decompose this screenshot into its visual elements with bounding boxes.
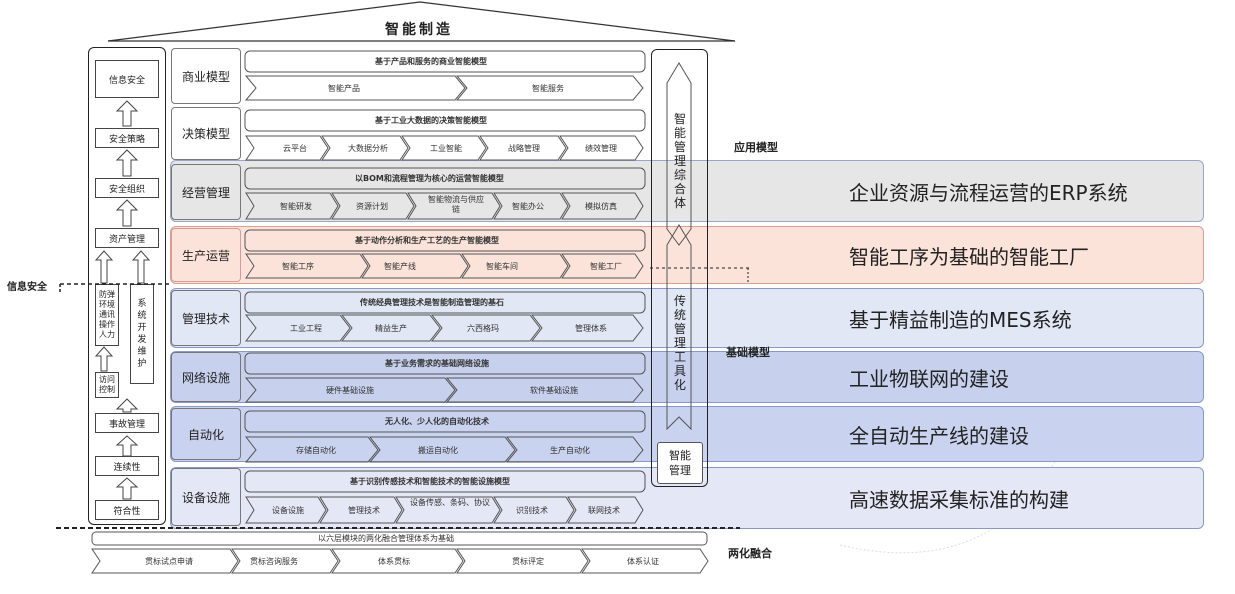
row3-item-2: 智能车间 bbox=[486, 262, 518, 271]
left-vert-a: 防弹环境通讯操作人力 bbox=[95, 284, 119, 346]
label-app-model: 应用模型 bbox=[734, 141, 778, 154]
right-bottom-text: 智能管理 bbox=[669, 449, 691, 477]
cat-mgmt-tech: 管理技术 bbox=[171, 290, 241, 346]
row6-item-1: 搬运自动化 bbox=[418, 446, 458, 455]
row1-item-3: 战略管理 bbox=[508, 144, 540, 153]
right-top-vertical: 智能管理综合体 bbox=[673, 112, 686, 210]
right-column-arrows bbox=[666, 62, 692, 431]
row1-header: 基于工业大数据的决策智能模型 bbox=[375, 116, 487, 125]
band-iot-label: 工业物联网的建设 bbox=[849, 366, 1009, 391]
band-data-label: 高速数据采集标准的构建 bbox=[849, 487, 1069, 512]
cat-business-model: 商业模型 bbox=[171, 48, 241, 104]
band-factory: 智能工序为基础的智能工厂 bbox=[170, 226, 1204, 284]
row6-item-0: 存储自动化 bbox=[296, 446, 336, 455]
left-item-security-org: 安全组织 bbox=[95, 178, 159, 198]
row4-item-2: 六西格玛 bbox=[467, 324, 499, 333]
cat-equipment: 设备设施 bbox=[171, 468, 241, 526]
left-item-info-security: 信息安全 bbox=[95, 60, 159, 98]
row0-item-0: 智能产品 bbox=[328, 84, 360, 93]
right-mid-vertical: 传统管理工具化 bbox=[673, 294, 686, 392]
cat-decision-model: 决策模型 bbox=[171, 107, 241, 160]
row2-item-3: 智能办公 bbox=[512, 202, 544, 211]
bottom-item-4: 体系认证 bbox=[627, 557, 659, 566]
bottom-item-2: 体系贯标 bbox=[378, 557, 410, 566]
row5-header: 基于业务需求的基础网络设施 bbox=[385, 359, 489, 368]
row1-item-0: 云平台 bbox=[283, 144, 307, 153]
row2-item-2: 智能物流与供应链 bbox=[428, 195, 484, 214]
row7-item-1: 管理技术 bbox=[348, 506, 380, 515]
roof-title: 智能制造 bbox=[385, 22, 453, 38]
row3-header: 基于动作分析和生产工艺的生产智能模型 bbox=[355, 236, 499, 245]
band-factory-label: 智能工序为基础的智能工厂 bbox=[849, 244, 1089, 269]
row2-item-4: 模拟仿真 bbox=[585, 202, 617, 211]
left-item-incident: 事故管理 bbox=[95, 413, 159, 433]
band-iot: 工业物联网的建设 bbox=[170, 351, 1204, 403]
row4-item-3: 管理体系 bbox=[575, 324, 607, 333]
left-column bbox=[88, 47, 166, 525]
row4-header: 传统经典管理技术是智能制造管理的基石 bbox=[360, 298, 504, 307]
row7-item-3: 识别技术 bbox=[516, 506, 548, 515]
row7-item-0: 设备设施 bbox=[272, 506, 304, 515]
left-item-compliance: 符合性 bbox=[95, 500, 159, 520]
cat-production: 生产运营 bbox=[171, 228, 241, 282]
label-base-model: 基础模型 bbox=[726, 346, 770, 359]
row0-item-1: 智能服务 bbox=[532, 84, 564, 93]
left-item-access: 访问控制 bbox=[95, 372, 119, 398]
row7-item-2: 设备传感、条码、协议 bbox=[410, 498, 490, 507]
cat-automation: 自动化 bbox=[171, 408, 241, 460]
left-up-arrows bbox=[94, 100, 151, 500]
row2-item-1: 资源计划 bbox=[356, 202, 388, 211]
row4-item-1: 精益生产 bbox=[375, 324, 407, 333]
row3-item-0: 智能工序 bbox=[282, 262, 314, 271]
row7-header: 基于识别传感技术和智能技术的智能设施模型 bbox=[350, 477, 510, 486]
left-item-asset-mgmt: 资产管理 bbox=[95, 228, 159, 248]
row1-item-2: 工业智能 bbox=[430, 144, 462, 153]
roof bbox=[107, 1, 736, 42]
row4-item-0: 工业工程 bbox=[290, 324, 322, 333]
band-mes-label: 基于精益制造的MES系统 bbox=[849, 307, 1072, 332]
row7-item-4: 联网技术 bbox=[588, 506, 620, 515]
band-erp-label: 企业资源与流程运营的ERP系统 bbox=[849, 180, 1128, 205]
row6-item-2: 生产自动化 bbox=[550, 446, 590, 455]
label-info-security-side: 信息安全 bbox=[7, 282, 47, 293]
row2-header: 以BOM和流程管理为核心的运营智能模型 bbox=[355, 174, 504, 183]
right-bottom-box bbox=[657, 442, 703, 484]
row5-item-0: 硬件基础设施 bbox=[326, 386, 374, 395]
row3-item-1: 智能产线 bbox=[384, 262, 416, 271]
bottom-bar-header: 以六层模块的两化融合管理体系为基础 bbox=[318, 534, 454, 543]
row1-item-4: 绩效管理 bbox=[585, 144, 617, 153]
left-item-security-policy: 安全策略 bbox=[95, 128, 159, 148]
row0-header: 基于产品和服务的商业智能模型 bbox=[375, 57, 487, 66]
row1-item-1: 大数据分析 bbox=[348, 144, 388, 153]
row2-item-0: 智能研发 bbox=[280, 202, 312, 211]
cat-network: 网络设施 bbox=[171, 352, 241, 402]
label-fusion: 两化融合 bbox=[728, 547, 772, 560]
left-vert-b: 系统开发维护 bbox=[130, 284, 154, 384]
band-erp: 企业资源与流程运营的ERP系统 bbox=[170, 160, 1204, 222]
bottom-item-1: 贯标咨询服务 bbox=[250, 557, 298, 566]
bottom-item-3: 贯标评定 bbox=[512, 557, 544, 566]
bottom-item-0: 贯标试点申请 bbox=[145, 557, 193, 566]
row5-item-1: 软件基础设施 bbox=[530, 386, 578, 395]
row3-item-3: 智能工厂 bbox=[590, 262, 622, 271]
cat-operations: 经营管理 bbox=[171, 164, 241, 220]
band-auto-label: 全自动生产线的建设 bbox=[849, 423, 1029, 448]
row6-header: 无人化、少人化的自动化技术 bbox=[385, 417, 489, 426]
